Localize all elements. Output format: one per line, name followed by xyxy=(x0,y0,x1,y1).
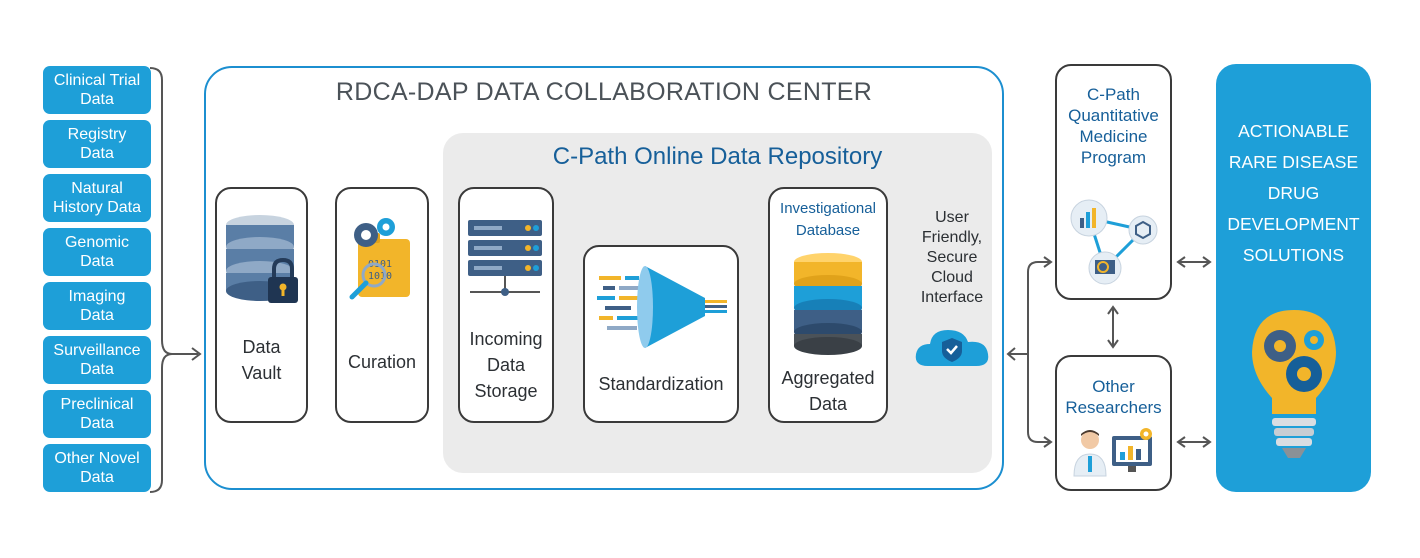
funnel-icon xyxy=(597,266,727,348)
curation-label: Curation xyxy=(347,352,417,372)
source-imaging-data: Imaging Data xyxy=(43,282,151,330)
database-lock-icon xyxy=(226,215,298,303)
network-analytics-icon xyxy=(1070,199,1158,285)
source-surveillance-data: Surveillance Data xyxy=(43,336,151,384)
source-registry-data: Registry Data xyxy=(43,120,151,168)
incoming-storage-label: Incoming Data Storage xyxy=(469,329,543,401)
collaboration-center-title: RDCA-DAP DATA COLLABORATION CENTER xyxy=(335,78,873,106)
quantitative-medicine-box xyxy=(1055,64,1172,300)
cloud-interface-label: User Friendly, Secure Cloud Interface xyxy=(920,209,984,306)
source-natural-history-data: Natural History Data xyxy=(43,174,151,222)
lightbulb-gears-icon xyxy=(1252,310,1336,458)
gears-folder-icon: 0101 1010 xyxy=(349,218,410,300)
data-vault-label: Data Vault xyxy=(241,337,282,383)
quantitative-medicine-label: C-Path Quantitative Medicine Program xyxy=(1068,85,1159,167)
server-icon xyxy=(468,220,542,296)
source-genomic-data: Genomic Data xyxy=(43,228,151,276)
source-other-novel-data: Other Novel Data xyxy=(43,444,151,492)
outcome-label: ACTIONABLE RARE DISEASE DRUG DEVELOPMENT… xyxy=(1227,121,1360,265)
online-repository-title: C-Path Online Data Repository xyxy=(552,143,883,170)
stacked-database-icon xyxy=(794,253,862,355)
standardization-label: Standardization xyxy=(598,374,724,394)
cloud-shield-icon xyxy=(915,330,989,366)
source-clinical-trial-data: Clinical Trial Data xyxy=(43,66,151,114)
researcher-icon xyxy=(1073,428,1152,477)
other-researchers-label: Other Researchers xyxy=(1065,377,1162,417)
source-preclinical-data: Preclinical Data xyxy=(43,390,151,438)
svg-text:1010: 1010 xyxy=(368,271,392,282)
investigational-database-label: Investigational Database xyxy=(780,200,876,239)
aggregated-data-label: Aggregated Data xyxy=(781,368,875,414)
